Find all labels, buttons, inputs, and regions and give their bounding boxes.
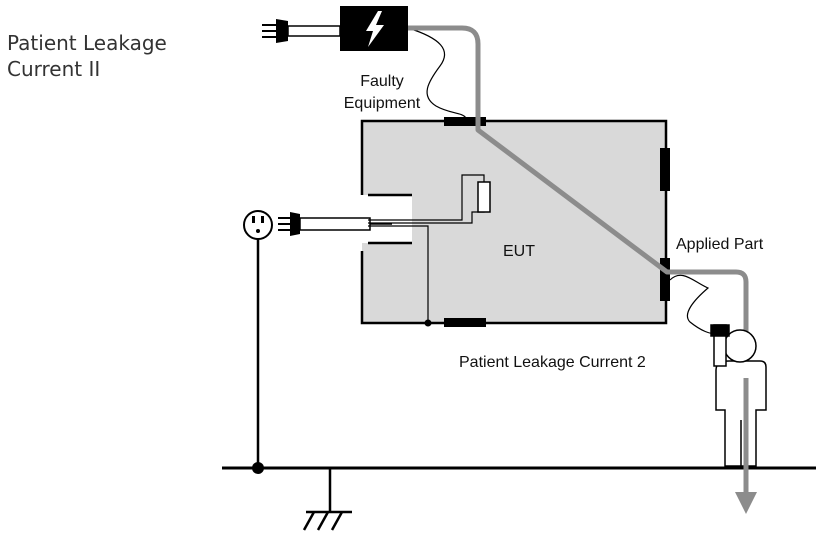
eut-enclosure	[362, 121, 666, 323]
lightning-icon	[366, 11, 384, 47]
chassis-terminal-top	[444, 117, 486, 126]
applied-part-terminal-upper	[660, 148, 670, 191]
section-title-line1: Patient Leakage	[7, 31, 167, 55]
faulty-equipment-box	[340, 6, 408, 51]
plug-icon	[262, 19, 341, 43]
applied-part-lead	[669, 274, 717, 334]
chassis-junction-dot	[424, 319, 432, 327]
leakage-current-path	[408, 25, 757, 514]
section-title-line2: Current II	[7, 57, 101, 81]
ground-junction-dot	[252, 462, 264, 474]
eut-plug-icon	[278, 212, 371, 236]
current-arrow-head	[735, 492, 757, 514]
eut-label: EUT	[503, 243, 535, 260]
faulty-equipment-cord	[407, 27, 467, 119]
applied-part-label: Applied Part	[676, 236, 764, 253]
chassis-terminal-bottom	[444, 318, 486, 327]
outlet-icon	[243, 210, 273, 240]
internal-resistor	[477, 181, 491, 213]
faulty-equipment-label-line1: Faulty	[360, 73, 404, 90]
ground-icon	[302, 468, 352, 531]
patient-figure-icon	[710, 324, 767, 467]
faulty-equipment-label-line2: Equipment	[344, 95, 421, 112]
section-title: Patient Leakage Current II	[7, 30, 167, 82]
eut-enclosure-outline	[360, 119, 668, 325]
applied-part-terminal	[660, 258, 670, 301]
patient-leakage-label: Patient Leakage Current 2	[459, 354, 646, 371]
